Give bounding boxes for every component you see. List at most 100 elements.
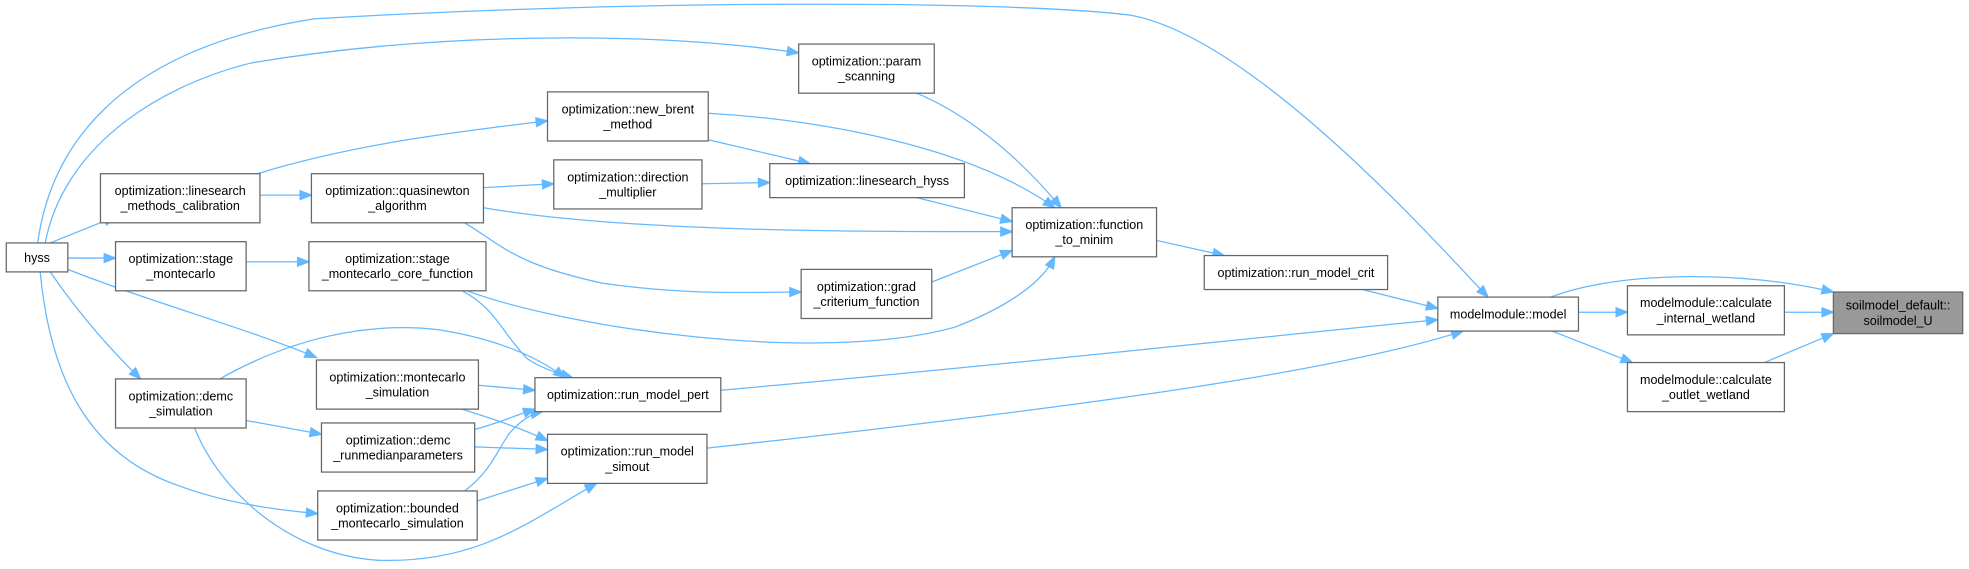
node-label: optimization::bounded xyxy=(336,501,459,515)
edge-hyss-to-bounded_montecarlo_simulation xyxy=(39,271,320,518)
node-box[interactable] xyxy=(114,241,247,292)
node-box[interactable] xyxy=(1437,296,1580,332)
node-stage-montecarlo[interactable]: optimization::stage_montecarlo xyxy=(114,241,247,292)
edge-direction_multiplier-to-linesearch_hyss xyxy=(701,177,772,189)
node-label: _simulation xyxy=(148,404,212,418)
node-label: _criterium_function xyxy=(812,295,919,309)
arrowhead-icon xyxy=(1049,195,1063,210)
node-label: optimization::param xyxy=(812,54,921,68)
edge-line xyxy=(466,256,1056,344)
node-param-scanning[interactable]: optimization::param_scanning xyxy=(798,43,935,94)
arrowhead-icon xyxy=(303,347,319,359)
node-box[interactable] xyxy=(320,422,476,473)
edge-calculate_outlet_wetland-to-soilmodel_U xyxy=(1764,332,1835,364)
node-box[interactable] xyxy=(1832,291,1964,335)
node-run-model-crit[interactable]: optimization::run_model_crit xyxy=(1203,254,1389,291)
edge-montecarlo_simulation-to-run_model_pert xyxy=(478,383,537,395)
node-box[interactable] xyxy=(317,490,478,541)
edge-calculate_internal_wetland-to-soilmodel_U xyxy=(1784,306,1836,318)
node-box[interactable] xyxy=(1626,361,1786,413)
node-calculate-outlet-wetland[interactable]: modelmodule::calculate_outlet_wetland xyxy=(1626,361,1786,413)
arrowhead-icon xyxy=(999,249,1014,260)
node-box[interactable] xyxy=(99,173,261,224)
node-box[interactable] xyxy=(798,43,935,94)
edge-model-to-soilmodel_U xyxy=(1550,276,1836,298)
edge-line xyxy=(246,419,322,435)
edge-line xyxy=(219,327,566,380)
arrowhead-icon xyxy=(534,476,550,488)
node-box[interactable] xyxy=(114,378,247,429)
edge-run_model_simout-to-model xyxy=(706,329,1465,449)
arrowhead-icon xyxy=(999,213,1014,224)
edge-line xyxy=(708,112,1056,209)
arrowhead-icon xyxy=(308,426,324,438)
node-run-model-pert[interactable]: optimization::run_model_pert xyxy=(534,377,722,413)
node-label: _simulation xyxy=(365,386,429,400)
node-box[interactable] xyxy=(1203,254,1389,291)
node-box[interactable] xyxy=(553,159,703,210)
edge-bounded_montecarlo_simulation-to-run_model_simout xyxy=(476,476,550,502)
node-box[interactable] xyxy=(315,359,480,410)
node-grad-criterium-function[interactable]: optimization::grad_criterium_function xyxy=(800,268,933,320)
edge-line xyxy=(464,222,802,294)
node-linesearch-methods-calibration[interactable]: optimization::linesearch_methods_calibra… xyxy=(99,173,261,224)
node-stage-montecarlo-core-function[interactable]: optimization::stage_montecarlo_core_func… xyxy=(308,241,487,292)
edge-line xyxy=(474,446,548,451)
node-calculate-internal-wetland[interactable]: modelmodule::calculate_internal_wetland xyxy=(1626,285,1786,336)
node-label: _montecarlo_core_function xyxy=(321,267,473,281)
node-box[interactable] xyxy=(5,242,69,273)
node-function-to-minim[interactable]: optimization::function_to_minim xyxy=(1011,207,1158,258)
node-label: _multiplier xyxy=(598,185,656,199)
node-box[interactable] xyxy=(534,377,722,413)
node-linesearch-hyss[interactable]: optimization::linesearch_hyss xyxy=(769,163,966,199)
node-box[interactable] xyxy=(546,433,708,485)
edge-quasinewton_algorithm-to-function_to_minim xyxy=(483,207,1014,237)
node-box[interactable] xyxy=(769,163,966,199)
edge-grad_criterium_function-to-function_to_minim xyxy=(931,249,1014,283)
edge-line xyxy=(257,120,548,175)
edge-line xyxy=(1551,330,1633,364)
node-box[interactable] xyxy=(308,241,487,292)
edge-stage_montecarlo-to-stage_montecarlo_core_function xyxy=(246,256,311,268)
node-soilmodel-U[interactable]: soilmodel_default::soilmodel_U xyxy=(1832,291,1964,335)
node-label: optimization::new_brent xyxy=(562,102,695,116)
node-direction-multiplier[interactable]: optimization::direction_multiplier xyxy=(553,159,703,210)
edge-line xyxy=(49,271,142,380)
node-bounded-montecarlo-simulation[interactable]: optimization::bounded_montecarlo_simulat… xyxy=(317,490,478,541)
node-box[interactable] xyxy=(1011,207,1158,258)
node-box[interactable] xyxy=(546,91,709,142)
node-label: _methods_calibration xyxy=(120,199,240,213)
edge-function_to_minim-to-run_model_crit xyxy=(1156,239,1227,259)
node-box[interactable] xyxy=(1626,285,1786,336)
edge-param_scanning-to-function_to_minim xyxy=(916,92,1063,210)
node-quasinewton-algorithm[interactable]: optimization::quasinewton_algorithm xyxy=(310,173,485,224)
node-demc-simulation[interactable]: optimization::demc_simulation xyxy=(114,378,247,429)
node-hyss[interactable]: hyss xyxy=(5,242,69,273)
edge-line xyxy=(1550,276,1834,298)
node-label: _to_minim xyxy=(1054,233,1113,247)
node-box[interactable] xyxy=(310,173,485,224)
node-label: _simout xyxy=(604,460,649,474)
edge-hyss-to-stage_montecarlo xyxy=(67,252,118,264)
edge-line xyxy=(1764,333,1834,364)
node-label: hyss xyxy=(24,251,50,265)
node-label: optimization::grad xyxy=(817,280,916,294)
node-montecarlo-simulation[interactable]: optimization::montecarlo_simulation xyxy=(315,359,480,410)
arrowhead-icon xyxy=(1475,284,1490,299)
node-model[interactable]: modelmodule::model xyxy=(1437,296,1580,332)
node-new-brent-method[interactable]: optimization::new_brent_method xyxy=(546,91,709,142)
arrowhead-icon xyxy=(1615,306,1630,318)
edge-hyss-to-model xyxy=(37,3,1490,299)
edge-line xyxy=(708,139,811,165)
node-run-model-simout[interactable]: optimization::run_model_simout xyxy=(546,433,708,485)
arrowhead-icon xyxy=(583,482,598,494)
node-box[interactable] xyxy=(800,268,933,320)
node-label: _runmedianparameters xyxy=(332,448,463,462)
edge-linesearch_methods_calibration-to-quasinewton_algorithm xyxy=(259,189,314,201)
node-demc-runmedianparameters[interactable]: optimization::demc_runmedianparameters xyxy=(320,422,476,473)
arrowhead-icon xyxy=(296,256,311,268)
arrowhead-icon xyxy=(789,286,803,298)
node-label: optimization::quasinewton xyxy=(325,184,469,198)
edge-hyss-to-demc_simulation xyxy=(49,271,142,381)
edge-line xyxy=(706,330,1464,449)
